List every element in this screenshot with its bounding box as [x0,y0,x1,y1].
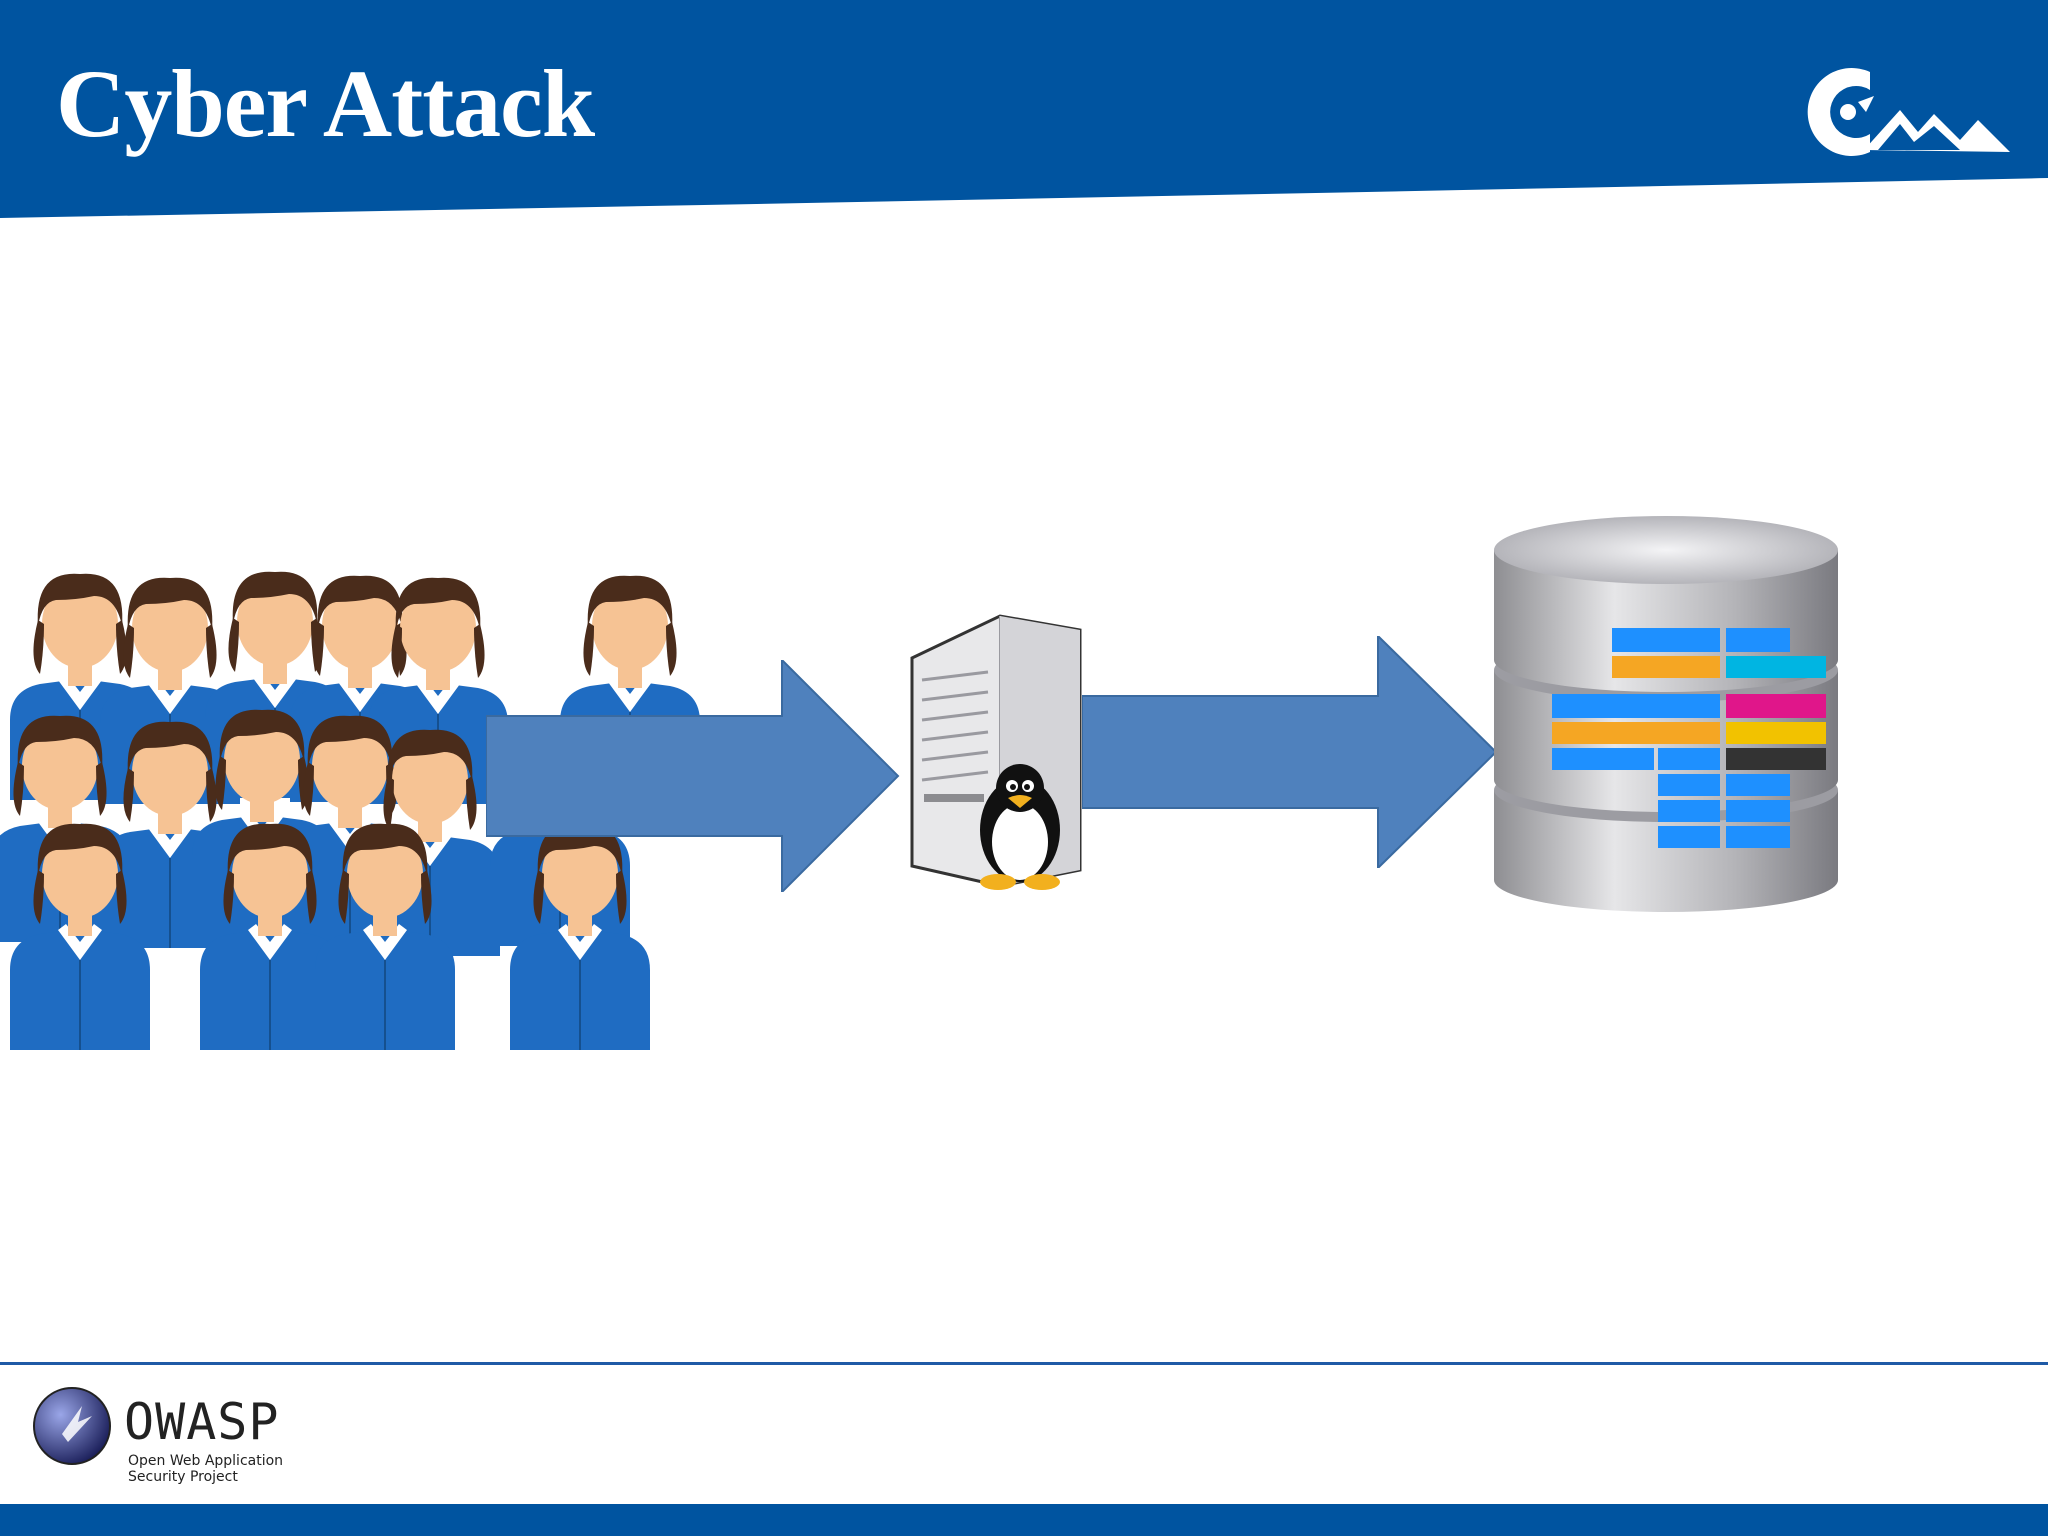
arrow-right-icon [1082,636,1498,868]
footer-divider [0,1362,2048,1365]
database-icon [1494,516,1838,912]
owasp-logo-icon [33,1387,111,1465]
owasp-tagline-line1: Open Web Application [128,1453,284,1469]
owasp-tagline-line2: Security Project [128,1469,238,1485]
header-band [0,0,2048,218]
penguin-icon [980,764,1060,890]
owasp-brand-name: OWASP [124,1393,280,1451]
footer-band [0,1504,2048,1536]
brand-logo-icon [1807,68,2010,156]
server-icon [910,614,1082,890]
arrow-right-icon [486,660,900,892]
slide-title: Cyber Attack [56,50,595,157]
